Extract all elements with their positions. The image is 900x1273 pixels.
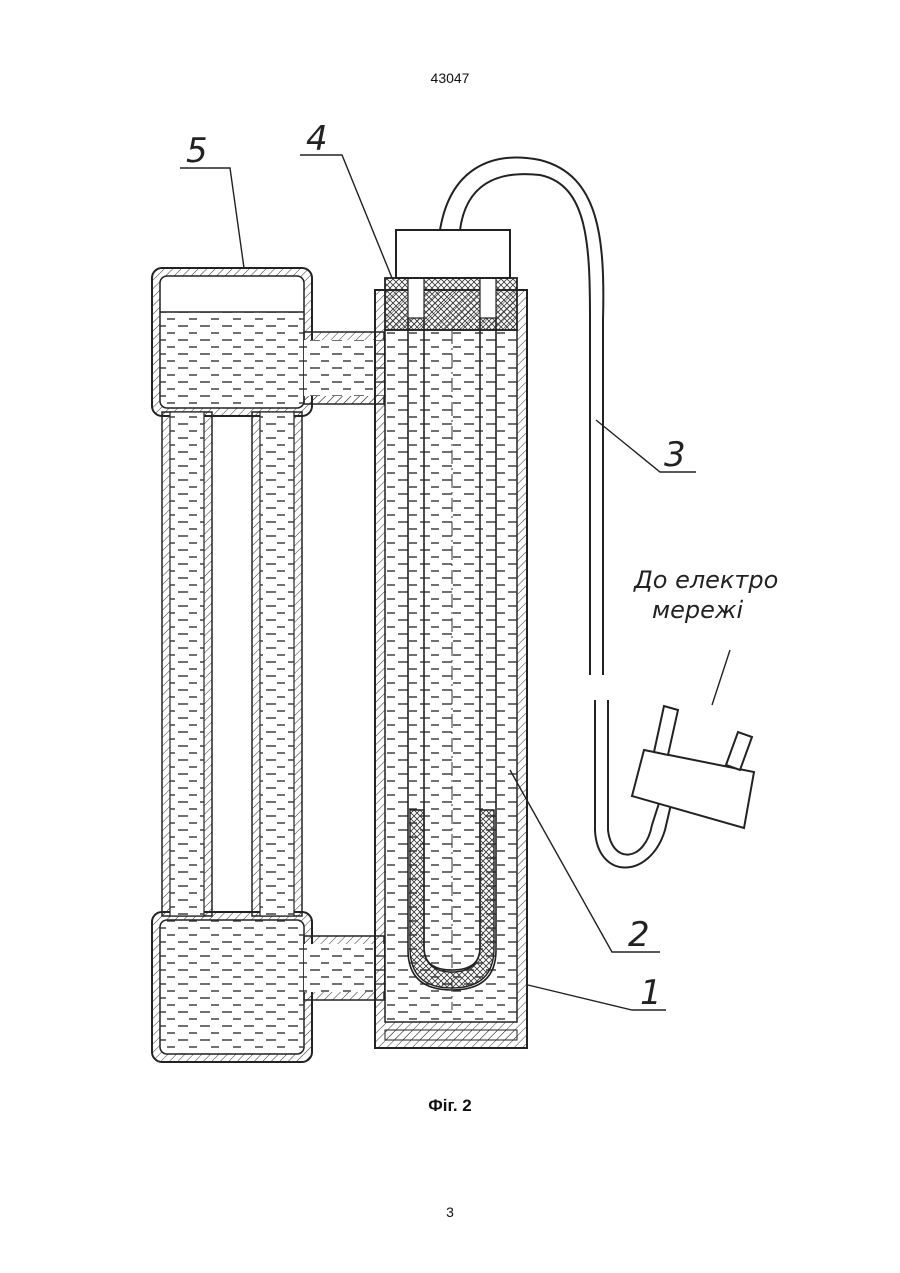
riser-pipe-middle	[252, 412, 302, 916]
heater-housing	[375, 290, 527, 1048]
power-plug	[632, 706, 754, 828]
label-part-4: 4	[306, 119, 328, 159]
figure-caption: Фіг. 2	[0, 1096, 900, 1116]
label-part-1: 1	[640, 973, 662, 1013]
mains-note-line1: До електро	[633, 566, 778, 594]
mains-note-line2: мережі	[652, 596, 743, 624]
terminal-cap	[396, 230, 510, 278]
page-number: 3	[0, 1204, 900, 1220]
upper-connector-pipe	[304, 332, 384, 404]
sealing-plug	[385, 278, 517, 330]
lower-tank	[152, 912, 312, 1062]
label-part-2: 2	[628, 915, 650, 955]
label-part-3: 3	[664, 435, 686, 475]
lower-connector-pipe	[304, 936, 384, 1000]
riser-pipe-left	[162, 412, 212, 916]
upper-tank	[152, 268, 312, 416]
label-part-5: 5	[186, 131, 208, 171]
